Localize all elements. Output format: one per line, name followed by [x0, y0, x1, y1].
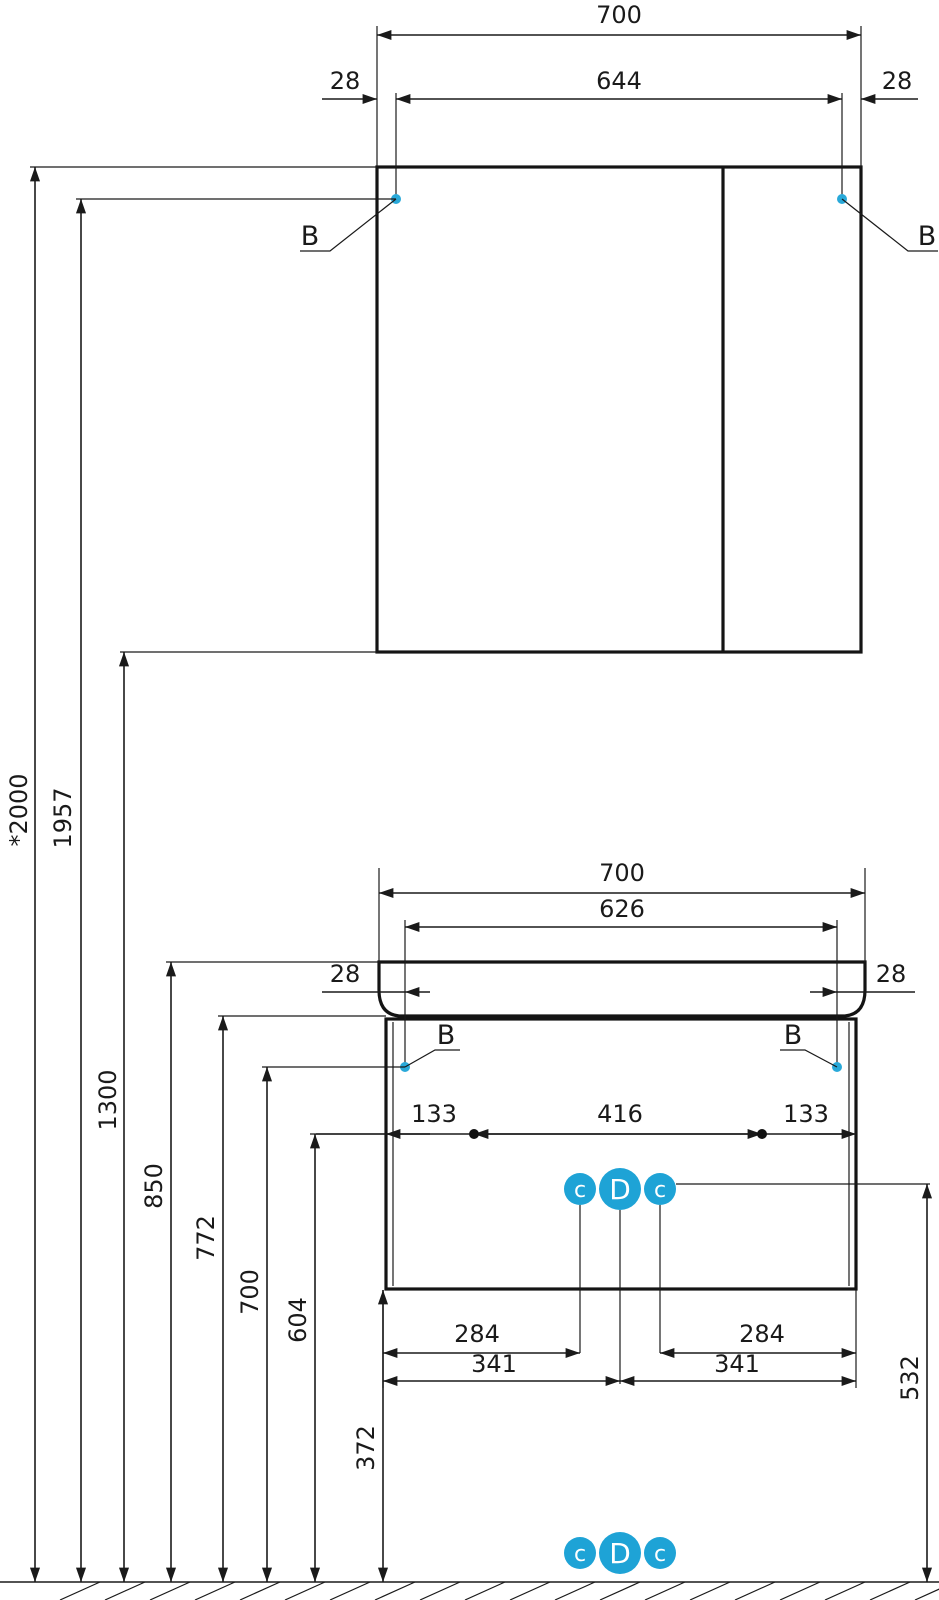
drain-icon — [599, 1168, 641, 1210]
hot-water-icon — [644, 1537, 676, 1569]
hatch-line — [644, 1581, 686, 1600]
mirror-cabinet-outline — [375, 165, 863, 654]
hatch-line — [104, 1581, 146, 1600]
hatch-line — [329, 1581, 371, 1600]
dim-vanity-inner: 626 — [599, 895, 645, 923]
hatch-line — [149, 1581, 191, 1600]
screw-hole-right — [757, 1129, 767, 1139]
leader-line — [404, 1049, 460, 1068]
dim-hole-right: 133 — [783, 1100, 829, 1128]
dim-pipe-left: 284 — [454, 1320, 500, 1348]
dim-vanity-right-offset: 28 — [876, 960, 907, 988]
dim-h-772: 772 — [192, 1215, 220, 1261]
hatch-line — [914, 1588, 939, 1600]
leader-line — [841, 198, 938, 252]
vanity-mount-label-right: B — [784, 1020, 803, 1051]
dim-hole-left: 133 — [411, 1100, 457, 1128]
mirror-cabinet — [375, 165, 863, 654]
dim-h-1957: 1957 — [49, 787, 77, 848]
mount-label-right: B — [918, 221, 937, 252]
vanity-cabinet-body — [384, 1017, 858, 1291]
dim-vanity-left-offset: 28 — [330, 960, 361, 988]
dim-mirror-inner: 644 — [596, 67, 642, 95]
dim-h-1300: 1300 — [94, 1069, 122, 1130]
water-connectors-upper: c D c — [564, 1168, 676, 1210]
dim-h-532: 532 — [896, 1355, 924, 1401]
floor-line — [0, 1581, 939, 1600]
cold-water-icon — [564, 1537, 596, 1569]
dim-vanity-width: 700 — [599, 859, 645, 887]
hot-water-label: c — [654, 1542, 666, 1567]
hatch-line — [689, 1581, 731, 1600]
hatch-line — [194, 1581, 236, 1600]
drain-label: D — [609, 1173, 631, 1206]
leader-line — [780, 1049, 838, 1068]
dim-mirror-left-offset: 28 — [330, 67, 361, 95]
water-connectors-lower: c D c — [564, 1532, 676, 1574]
hatch-line — [419, 1581, 461, 1600]
dim-h-604: 604 — [284, 1297, 312, 1343]
dim-pipe-right: 284 — [739, 1320, 785, 1348]
dim-half-right: 341 — [714, 1350, 760, 1378]
hatch-line — [284, 1581, 326, 1600]
drain-icon — [599, 1532, 641, 1574]
dim-h-2000: *2000 — [5, 773, 33, 846]
hatch-line — [59, 1581, 101, 1600]
screw-hole-left — [469, 1129, 479, 1139]
leader-line — [300, 198, 397, 252]
vanity-mount-label-left: B — [437, 1020, 456, 1051]
hot-water-icon — [644, 1173, 676, 1205]
floor-hatching — [59, 1581, 939, 1600]
drain-label: D — [609, 1537, 631, 1570]
dim-hole-center: 416 — [597, 1100, 643, 1128]
vanity-unit — [377, 960, 867, 1291]
dim-mirror-width: 700 — [596, 1, 642, 29]
cold-water-icon — [564, 1173, 596, 1205]
hatch-line — [374, 1581, 416, 1600]
hatch-line — [599, 1581, 641, 1600]
cold-water-label: c — [574, 1542, 586, 1567]
dim-mirror-right-offset: 28 — [882, 67, 913, 95]
dim-h-372: 372 — [352, 1425, 380, 1471]
hatch-line — [734, 1581, 776, 1600]
mount-label-left: B — [301, 221, 320, 252]
hatch-line — [239, 1581, 281, 1600]
cold-water-label: c — [574, 1178, 586, 1203]
dim-h-700: 700 — [236, 1269, 264, 1315]
dim-h-850: 850 — [140, 1163, 168, 1209]
vanity-sink-top — [377, 960, 867, 1018]
dim-half-left: 341 — [471, 1350, 517, 1378]
hatch-line — [464, 1581, 506, 1600]
hatch-line — [509, 1581, 551, 1600]
hatch-line — [869, 1581, 911, 1600]
hatch-line — [554, 1581, 596, 1600]
hatch-line — [824, 1581, 866, 1600]
hatch-line — [779, 1581, 821, 1600]
hot-water-label: c — [654, 1178, 666, 1203]
